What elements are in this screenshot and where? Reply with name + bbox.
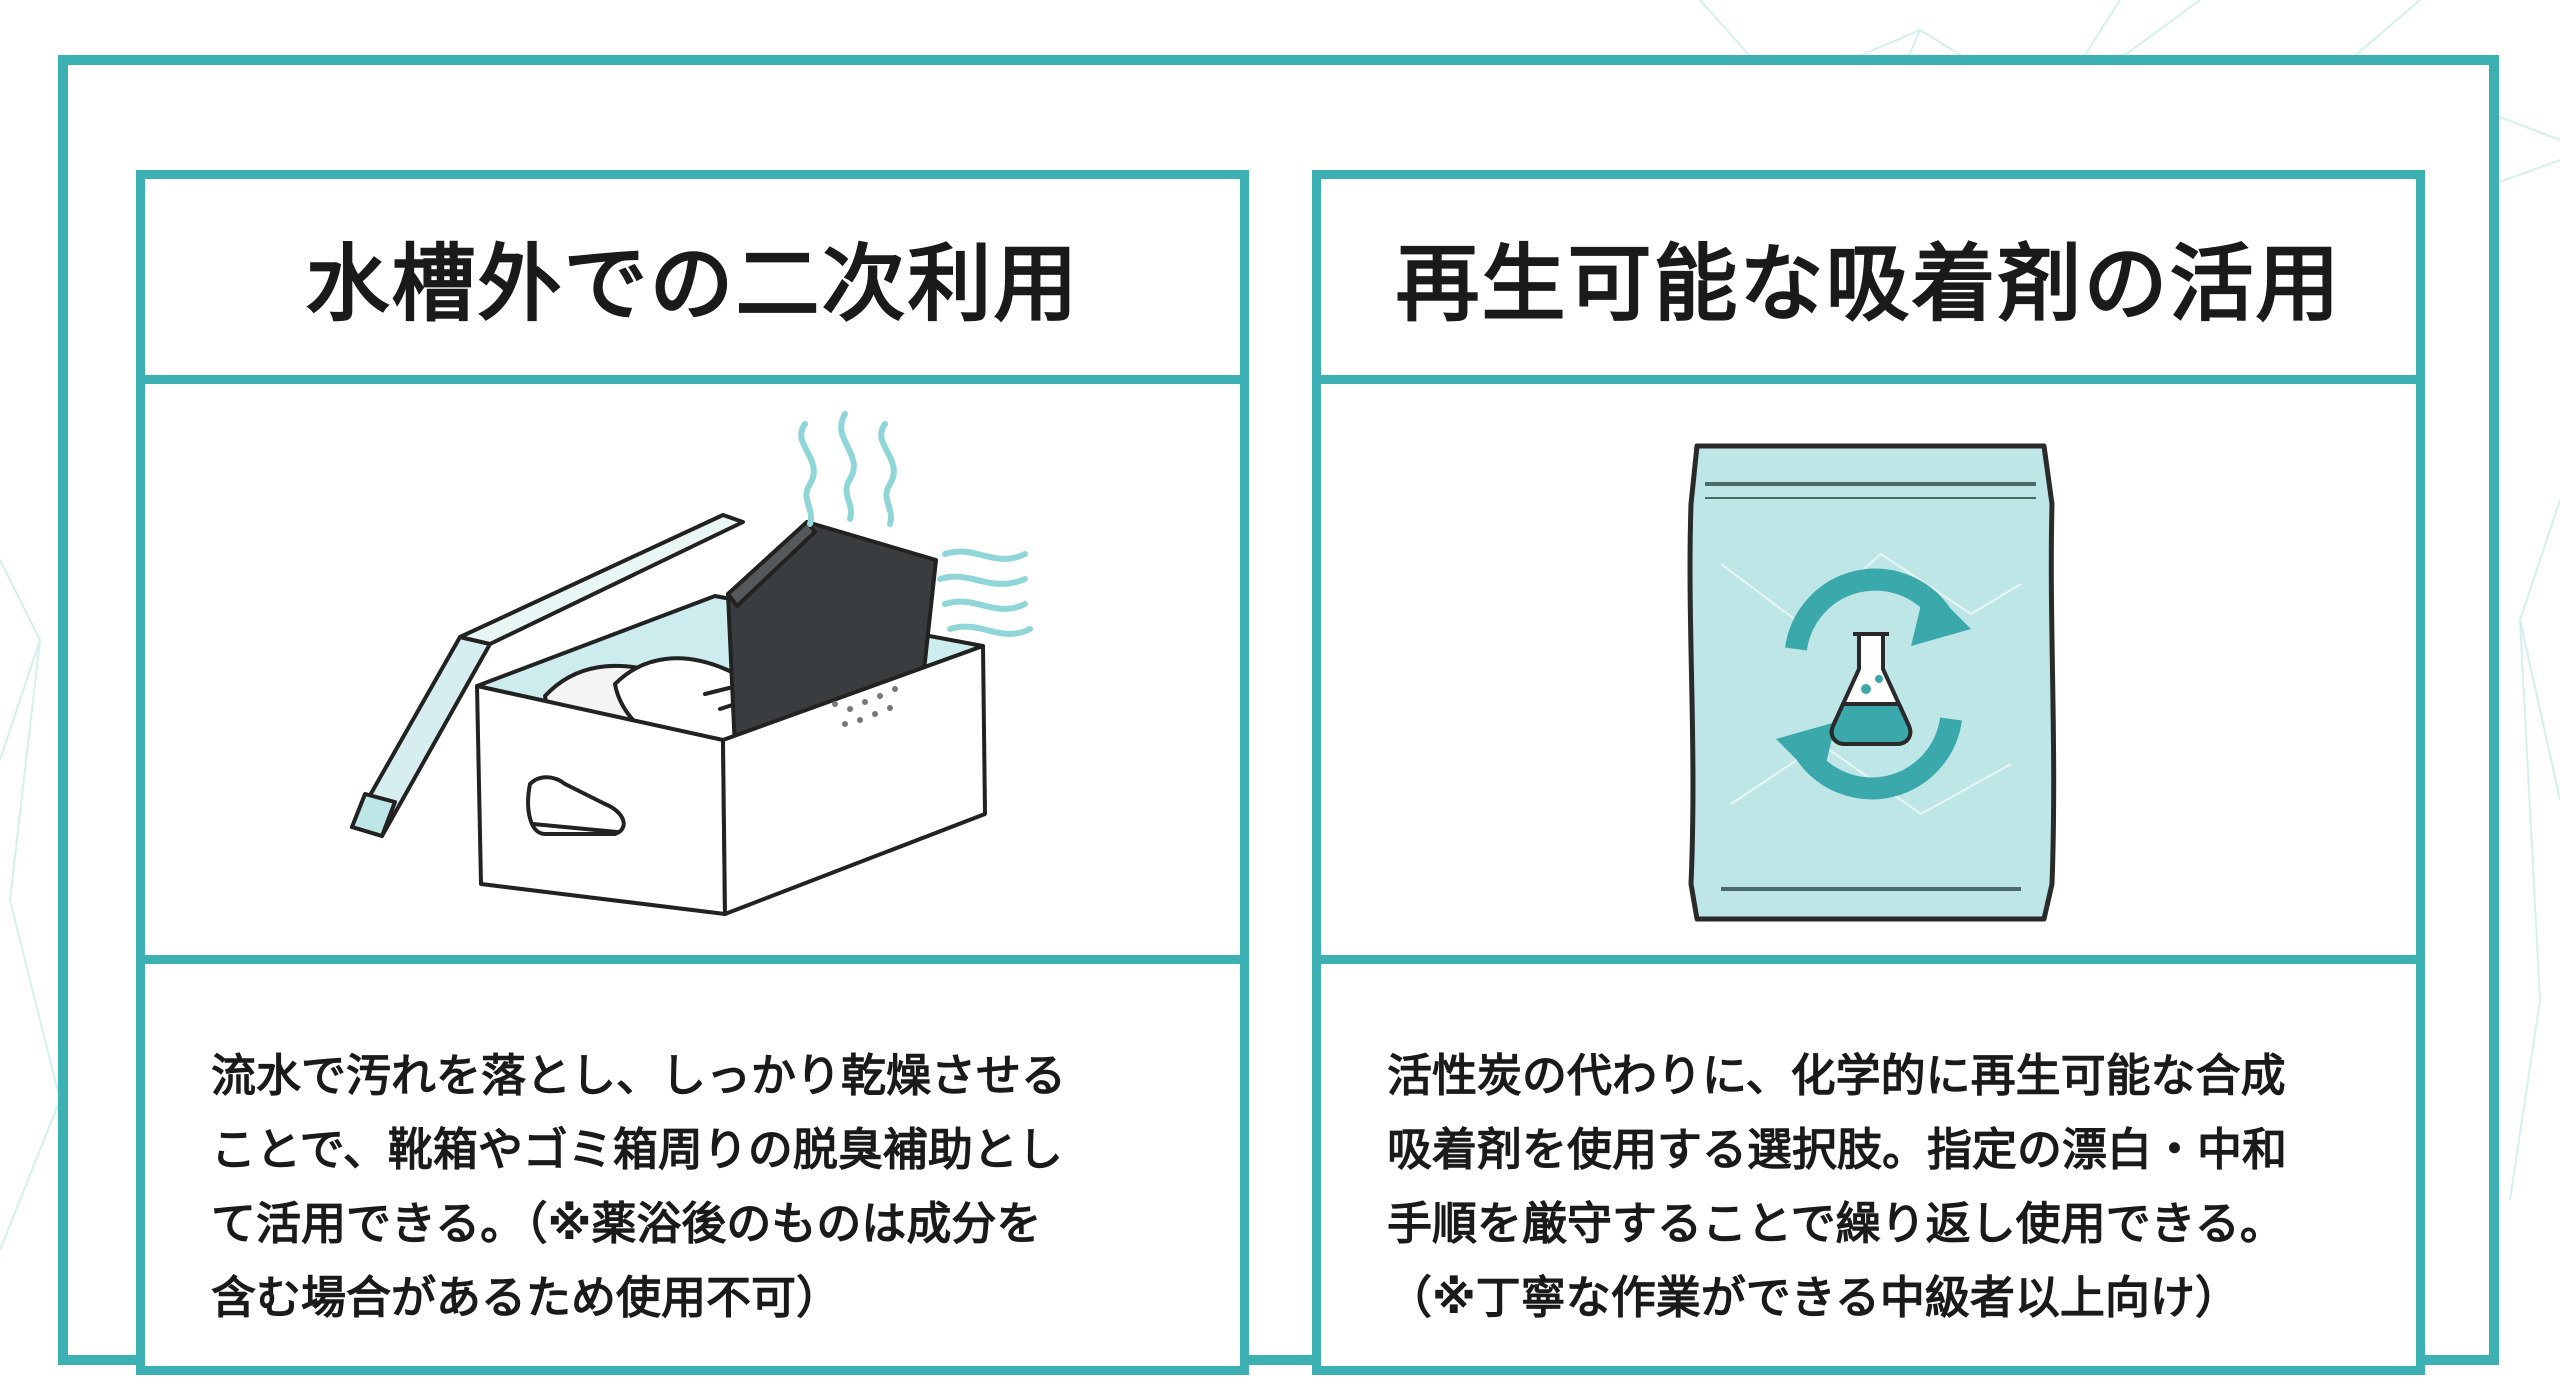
- panel-body-text: 活性炭の代わりに、化学的に再生可能な合成 吸着剤を使用する選択肢。指定の漂白・中…: [1387, 1049, 2288, 1324]
- panel-body-text: 流水で汚れを落とし、しっかり乾燥させる ことで、靴箱やゴミ箱周りの脱臭補助とし …: [211, 1049, 1067, 1324]
- panel-title: 再生可能な吸着剤の活用: [1321, 179, 2416, 384]
- panel-secondary-use: 水槽外での二次利用: [136, 170, 1249, 1375]
- panel-regenerable-adsorbent: 再生可能な吸着剤の活用: [1312, 170, 2425, 1375]
- illustration-area: [145, 384, 1240, 964]
- regenerable-adsorbent-bag-icon: [1687, 443, 2057, 922]
- illustration-area: [1321, 384, 2416, 964]
- panel-title: 水槽外での二次利用: [145, 179, 1240, 384]
- shoebox-deodorizer-icon: [350, 411, 1033, 916]
